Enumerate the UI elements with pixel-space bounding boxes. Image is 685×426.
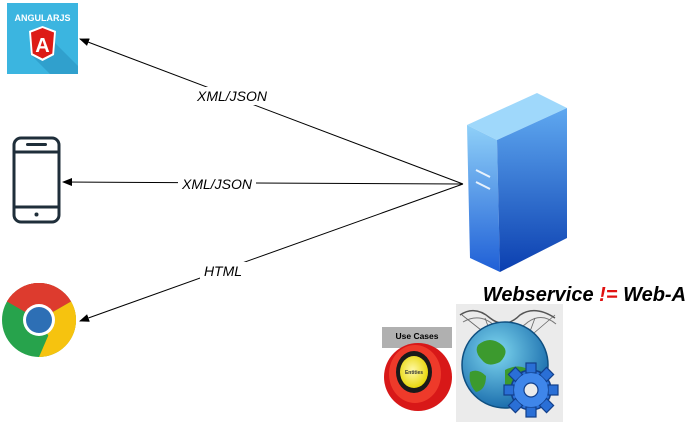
entities-label: Entities: [405, 370, 423, 376]
smartphone-icon: [12, 136, 61, 224]
chrome-browser-icon: [2, 283, 76, 357]
use-cases-label: Use Cases: [395, 331, 438, 341]
edge-phone: XML/JSON: [62, 175, 464, 193]
edge-label-phone: XML/JSON: [181, 176, 253, 192]
gear-icon: [503, 362, 559, 418]
edge-label-chrome: HTML: [204, 263, 242, 279]
server-icon: [467, 93, 567, 272]
edge-line-phone: [62, 178, 464, 187]
edge-label-angular: XML/JSON: [196, 88, 268, 104]
edge-line-chrome: [79, 183, 464, 322]
title-operator: !=: [599, 284, 618, 306]
globe-gear-icon: [456, 304, 563, 422]
edge-angular: XML/JSON: [79, 38, 464, 185]
use-cases-entities-illustration: Use Cases Entities: [382, 327, 452, 411]
edge-chrome: HTML: [79, 183, 464, 322]
edge-label-bg: [178, 175, 256, 193]
angularjs-badge: ANGULARJS: [14, 13, 70, 23]
title-right: Web-App: [618, 284, 685, 306]
title-left: Webservice: [483, 284, 599, 306]
edge-label-bg: [193, 87, 271, 105]
angularjs-icon: ANGULARJS A: [7, 3, 78, 74]
diagram-title: Webservice != Web-App: [455, 284, 685, 306]
angularjs-letter: A: [35, 35, 49, 57]
edge-label-bg: [200, 262, 246, 280]
edge-line-angular: [79, 38, 464, 185]
